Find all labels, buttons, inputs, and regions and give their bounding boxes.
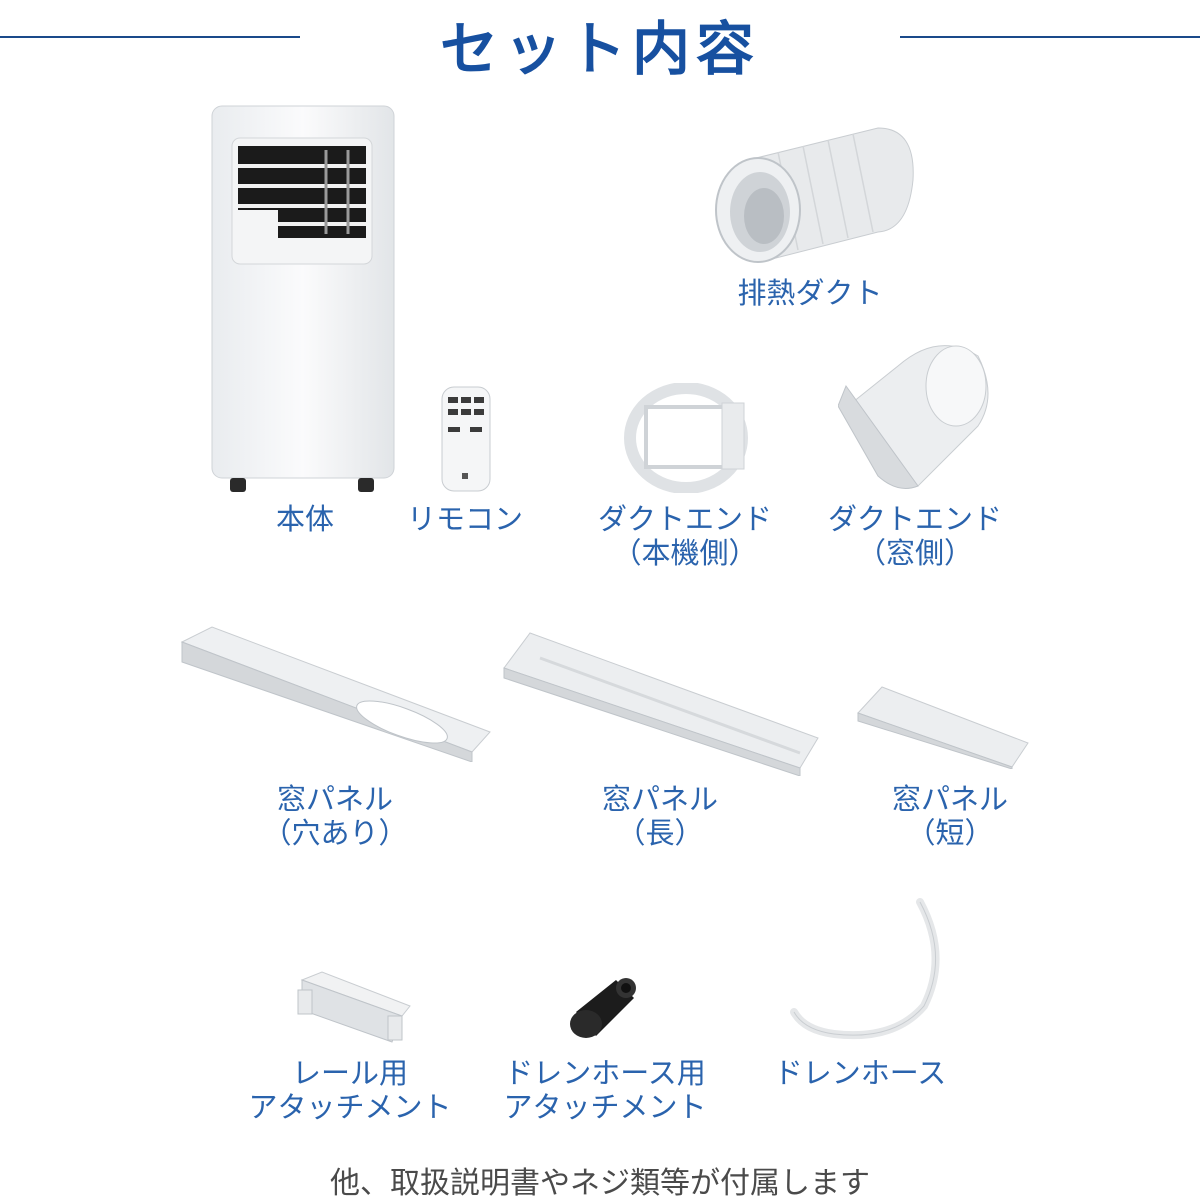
footer-note: 他、取扱説明書やネジ類等が付属します (330, 1166, 870, 1201)
title-rule-right (900, 36, 1200, 38)
window-panel-long-image (503, 632, 819, 776)
title-rule-left (0, 36, 300, 38)
rail-attachment-image (297, 971, 411, 1043)
drain-hose-attachment-image (570, 978, 636, 1038)
drain-hose-image (790, 898, 940, 1040)
duct-end-window-side-image (838, 345, 989, 489)
window-panel-with-hole-image (180, 626, 491, 762)
exhaust-duct-label: 排熱ダクト (737, 276, 883, 310)
drain-hose-attachment-label: ドレンホース用 アタッチメント (503, 1056, 707, 1124)
duct-end-window-side-label: ダクトエンド （窓側） (827, 502, 1002, 570)
remote-control-image (441, 386, 491, 492)
window-panel-short-label: 窓パネル （短） (891, 782, 1008, 850)
window-panel-long-label: 窓パネル （長） (601, 782, 718, 850)
duct-end-unit-side-label: ダクトエンド （本機側） (597, 502, 772, 570)
main-unit-label: 本体 (275, 502, 334, 536)
remote-control-label: リモコン (406, 502, 523, 536)
exhaust-duct-image (715, 127, 914, 263)
window-panel-with-hole-label: 窓パネル （穴あり） (262, 782, 408, 850)
page-title: セット内容 (439, 15, 760, 83)
duct-end-unit-side-image (624, 383, 748, 493)
drain-hose-label: ドレンホース (773, 1056, 947, 1090)
rail-attachment-label: レール用 アタッチメント (248, 1056, 452, 1124)
air-conditioner-unit-image (211, 105, 395, 492)
window-panel-short-image (857, 686, 1029, 769)
